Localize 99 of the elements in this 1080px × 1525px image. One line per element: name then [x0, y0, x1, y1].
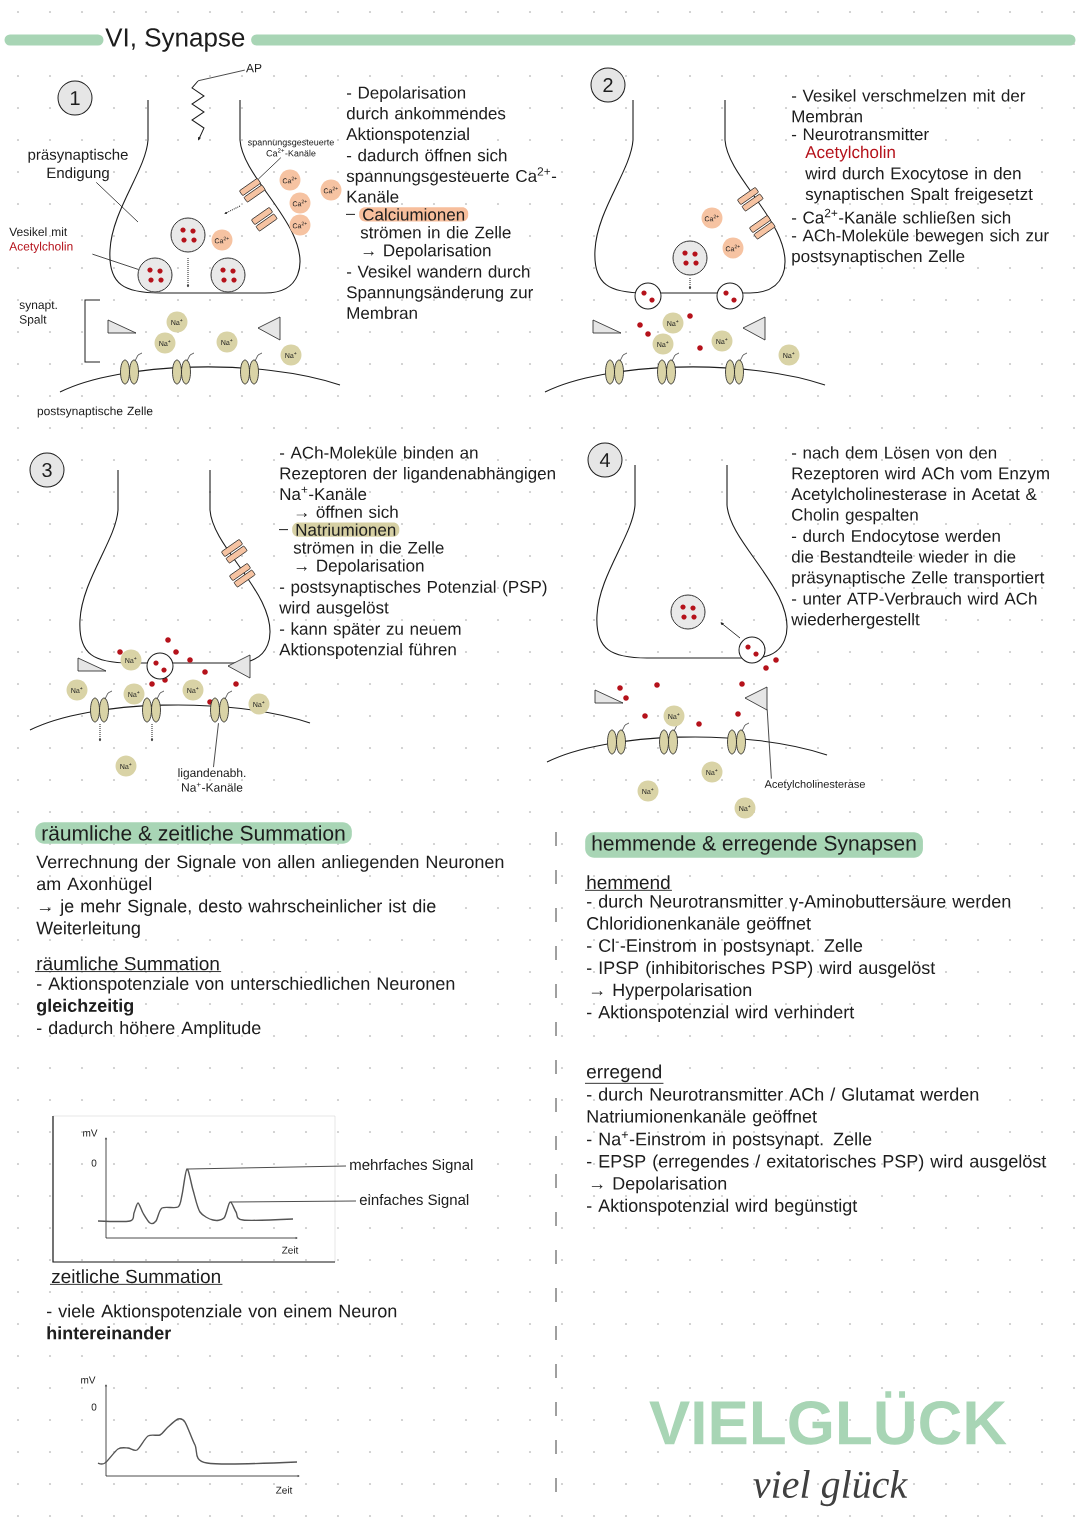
step-number: 3: [29, 452, 65, 488]
note-text: - EPSP (erregendes / exitatorisches PSP) wird ausgelöst: [587, 1154, 1047, 1172]
vesicle: [146, 652, 174, 680]
vesicle: [170, 217, 206, 253]
note-text: - Aktionspotenzial wird begünstigt: [587, 1198, 858, 1216]
vesicle: [738, 636, 766, 664]
note-text: - durch Neurotransmitter γ-Aminobuttersäure werden Chloridionenkanäle geöffnet: [587, 894, 1011, 934]
enzyme-triangle: [592, 319, 622, 334]
section-heading: hemmende & erregende Synapsen: [585, 832, 923, 858]
note-text: - dadurch öffnen sich spannungsgesteuerte Ca$^{2+}$-Kanäle: [346, 148, 557, 203]
structure-label: Acetylcholinesterase: [764, 779, 865, 791]
enzyme-triangle: [257, 316, 281, 341]
cleft-label: synapt. Spalt: [19, 301, 57, 327]
vesicle: [137, 257, 173, 293]
note-text: - ACh-Moleküle bewegen sich zur postsynaptischen Zelle: [791, 229, 1049, 266]
enzyme-triangle: [742, 316, 766, 341]
note-text: Verrechnung der Signale von allen anliegenden Neuronen am Axonhügel: [36, 855, 504, 894]
script-lettering: viel glück: [753, 1469, 908, 1507]
axis-label: Zeit: [276, 1486, 293, 1494]
note-text: → Hyperpolarisation: [591, 983, 752, 1000]
curve-label: mehrfaches Signal: [350, 1159, 473, 1173]
structure-label: spannungsgesteuerte Ca$^{2+}$-Kanäle: [247, 139, 334, 157]
subheading: erregend: [584, 1064, 664, 1084]
note-text: - viele Aktionspotenziale von einem Neuron hintereinander: [47, 1304, 397, 1340]
enzyme-triangle: [594, 689, 624, 704]
note-text: → Depolarisation: [591, 1176, 727, 1194]
ion-channel: [221, 539, 248, 564]
enzyme-triangle: [227, 654, 251, 679]
title: VI, Synapse: [105, 28, 245, 52]
ion-channel: [749, 215, 776, 240]
note-text: Acetylcholin: [805, 145, 895, 162]
note-text: → Depolarisation: [363, 243, 491, 260]
structure-label: AP: [246, 63, 262, 73]
leader-line: [257, 157, 282, 180]
step-number: 1: [57, 80, 93, 116]
vesicle: [716, 282, 744, 310]
leader-line: [766, 709, 772, 780]
note-text: strömen in die Zelle: [293, 541, 444, 554]
note-text: - Cl$^{-}$-Einstrom in postsynapt. Zelle: [587, 938, 863, 956]
note-text: wird durch Exocytose in den synaptischen Spalt freigesetzt: [805, 166, 1033, 204]
note-text: - durch Neurotransmitter ACh / Glutamat werden Natriumionenkanäle geöffnet: [587, 1087, 979, 1127]
note-text: - Aktionspotenziale von unterschiedlichen Neuronen gleichzeitig: [36, 976, 455, 1016]
note-text: - ACh-Moleküle binden an Rezeptoren der ligandenabhängigen Na$^{+}$-Kanäle: [279, 446, 555, 501]
note-text: - Depolarisation durch ankommendes Aktionspotenzial: [346, 86, 506, 144]
leader-line: [187, 1165, 347, 1170]
receptor: [210, 690, 233, 723]
cell-label: postsynaptische Zelle: [37, 406, 153, 418]
leader-line: [197, 69, 246, 82]
axis-label: Zeit: [282, 1246, 299, 1254]
tick-label: 0: [91, 1403, 97, 1411]
note-text: → öffnen sich: [296, 505, 398, 518]
note-text: - Na$^{+}$-Einstrom in postsynapt. Zelle: [587, 1131, 872, 1149]
note-text: - nach dem Lösen von den Rezeptoren wird ACh vom Enzym Acetylcholinesterase in Acetat & Cholin gespalten: [791, 446, 1049, 525]
highlighted-text: Calciumionen: [345, 207, 469, 222]
step-number: 2: [590, 67, 626, 103]
axis-label: mV: [81, 1376, 96, 1384]
note-text: - Aktionspotenzial wird verhindert: [587, 1005, 855, 1023]
subheading: hemmend: [584, 875, 673, 891]
note-text: - unter ATP-Verbrauch wird ACh wiederhergestellt: [791, 592, 1037, 629]
leader-line: [95, 181, 139, 223]
section-heading: räumliche & zeitliche Summation: [35, 822, 352, 844]
leader-line: [92, 253, 139, 270]
note-text: - postsynaptisches Potenzial (PSP) wird ausgelöst: [279, 580, 547, 617]
ion-channel: [251, 207, 278, 232]
step-number: 4: [587, 442, 623, 478]
tick-label: 0: [91, 1159, 97, 1167]
note-text: strömen in die Zelle: [360, 226, 511, 239]
note-text: → je mehr Signale, desto wahrscheinlicher ist die Weiterleitung: [36, 899, 436, 938]
structure-label: Vesikel mit Acetylcholin: [9, 227, 73, 253]
structure-label: präsynaptische Endigung: [28, 148, 128, 182]
enzyme-triangle: [77, 657, 107, 672]
note-text: - Neurotransmitter: [791, 127, 929, 141]
note-text: - IPSP (inhibitorisches PSP) wird ausgelöst: [587, 960, 936, 978]
note-text: - Ca$^{2+}$-Kanäle schließen sich: [791, 208, 1011, 224]
ion-channel: [737, 187, 764, 212]
subheading: zeitliche Summation: [49, 1269, 223, 1285]
note-text: - Vesikel verschmelzen mit der Membran: [791, 89, 1026, 123]
note-text: - durch Endocytose werden die Bestandteile wieder in die präsynaptische Zelle transportiert: [791, 529, 1045, 587]
ion-channel: [239, 178, 266, 203]
leader-line: [230, 1200, 357, 1203]
structure-label: ligandenabh. Na$^{+}$-Kanäle: [178, 768, 246, 792]
enzyme-triangle: [744, 686, 768, 711]
leader-line: [213, 722, 219, 768]
axis-label: mV: [83, 1129, 98, 1137]
vesicle: [634, 282, 662, 310]
vesicle: [672, 240, 708, 276]
highlighted-text: Natriumionen: [278, 522, 400, 537]
zigzag-arrow: [191, 80, 205, 141]
note-text: - kann später zu neuem Aktionspotenzial führen: [279, 622, 461, 659]
vesicle: [210, 257, 246, 293]
big-lettering: VIELGLÜCK: [649, 1391, 1007, 1445]
note-text: - dadurch höhere Amplitude: [37, 1021, 261, 1038]
vesicle: [670, 594, 706, 630]
subheading: räumliche Summation: [34, 956, 222, 972]
ion-channel: [229, 563, 256, 588]
note-text: → Depolarisation: [296, 559, 424, 575]
enzyme-triangle: [107, 319, 137, 334]
note-text: - Vesikel wandern durch Spannungsänderung zur Membran: [346, 265, 533, 320]
curve-label: einfaches Signal: [359, 1194, 469, 1208]
